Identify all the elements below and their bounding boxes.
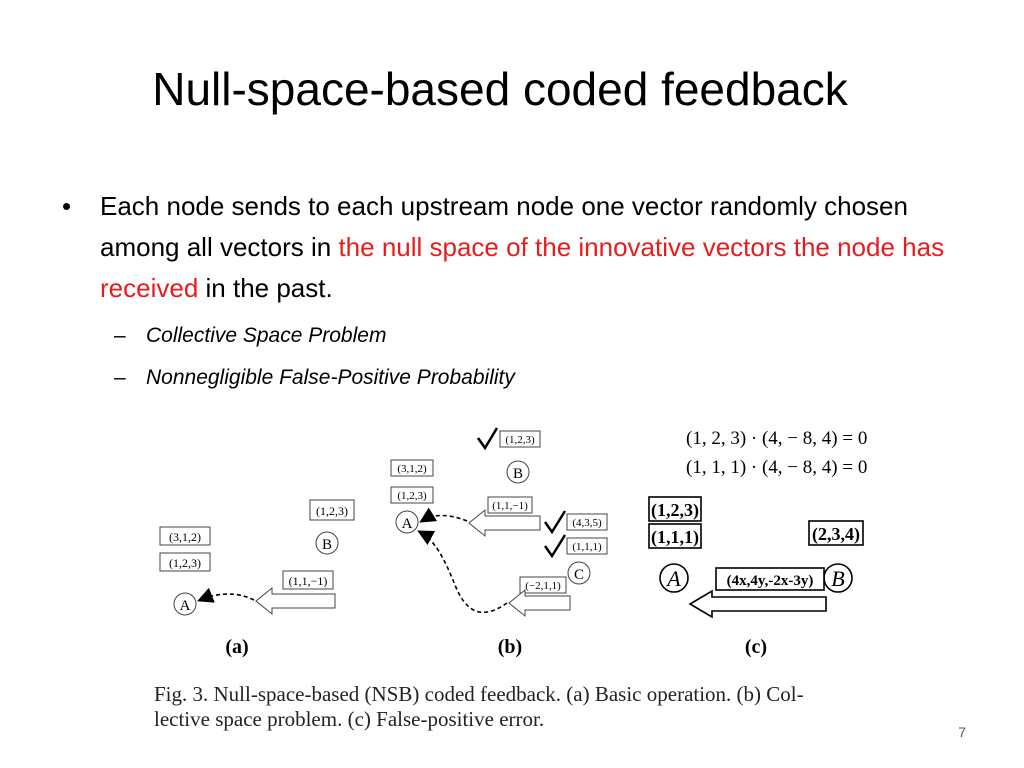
arrow-left-icon: [508, 588, 571, 618]
vector-label: (1,2,3): [651, 500, 699, 521]
caption-line: lective space problem. (c) False-positiv…: [154, 707, 545, 731]
node-label: B: [322, 537, 332, 553]
dashed-arrow-icon: [417, 530, 508, 614]
caption-line: Fig. 3. Null-space-based (NSB) coded fee…: [154, 682, 804, 706]
node-circle: [173, 592, 197, 616]
vector-label: (1,2,3): [169, 556, 201, 570]
dash-icon: –: [114, 366, 126, 389]
feedback-label: (4x,4y,-2x-3y): [727, 573, 814, 589]
sub-bullet-text: Collective Space Problem: [146, 324, 387, 347]
equation: (1, 2, 3) · (4, − 8, 4) = 0: [686, 428, 867, 449]
vector-box: [566, 513, 608, 531]
node-circle: [315, 531, 339, 555]
dash-icon: –: [114, 324, 126, 347]
vector-label: (1,2,3): [397, 490, 427, 502]
vector-label: (3,1,2): [169, 530, 201, 544]
figure-caption: Fig. 3. Null-space-based (NSB) coded fee…: [154, 682, 894, 732]
panel-label: (b): [498, 636, 522, 658]
sub-bullet-text: Nonnegligible False-Positive Probability: [146, 366, 515, 389]
node-label: A: [665, 566, 681, 591]
vector-label: (4,3,5): [572, 517, 602, 529]
panel-c: (1, 2, 3) · (4, − 8, 4) = 0 (1, 1, 1) · …: [648, 428, 867, 658]
vector-box: [648, 496, 702, 522]
vector-box: [309, 499, 355, 521]
vector-box: [566, 537, 608, 555]
panel-label: (a): [225, 636, 248, 658]
vector-label: (3,1,2): [397, 463, 427, 475]
node-circle: [567, 561, 591, 585]
vector-box: [648, 523, 702, 549]
node-circle: [659, 563, 689, 593]
bullet-item: • Each node sends to each upstream node …: [62, 186, 992, 309]
vector-box: [519, 576, 567, 594]
vector-label: (2,3,4): [812, 524, 860, 545]
vector-box: [390, 459, 434, 477]
node-label: C: [574, 567, 584, 583]
bullet-text-end: in the past.: [198, 273, 333, 303]
dashed-arrow-icon: [419, 507, 468, 523]
vector-box: [487, 496, 533, 514]
bullet-list: • Each node sends to each upstream node …: [62, 186, 992, 393]
dashed-arrow-icon: [197, 587, 255, 603]
node-circle: [395, 510, 419, 534]
vector-box: [159, 526, 211, 546]
feedback-label: (1,1,−1): [492, 500, 528, 512]
vector-box: [390, 486, 434, 504]
panel-label: (c): [745, 636, 767, 658]
vector-label: (1,2,3): [505, 434, 535, 446]
feedback-label: (−2,1,1): [525, 580, 561, 592]
vector-box: [715, 567, 825, 591]
checkmark-icon: [476, 427, 499, 451]
arrow-left-icon: [255, 586, 336, 616]
sub-bullet-item: – Nonnegligible False-Positive Probabili…: [62, 363, 992, 393]
slide-title: Null-space-based coded feedback: [152, 63, 848, 115]
vector-label: (1,1,1): [651, 527, 699, 548]
page-number: 7: [958, 724, 966, 740]
panel-b: (1,2,3) B (3,1,2) (1,2,3) A (1,1,−1) (4,…: [390, 427, 608, 658]
vector-label: (1,2,3): [316, 504, 348, 518]
vector-box: [808, 520, 864, 546]
sub-bullet-item: – Collective Space Problem: [62, 321, 992, 351]
bullet-text: Each node sends to each upstream node on…: [100, 191, 908, 262]
bullet-highlight: the null space of the innovative vectors…: [100, 232, 945, 303]
node-label: B: [513, 466, 523, 482]
checkmark-icon: [543, 534, 567, 559]
node-label: A: [180, 598, 191, 614]
feedback-label: (1,1,−1): [289, 574, 328, 588]
equation: (1, 1, 1) · (4, − 8, 4) = 0: [686, 457, 867, 478]
vector-box: [159, 552, 211, 572]
vector-label: (1,1,1): [572, 541, 602, 553]
node-circle: [506, 460, 530, 484]
checkmark-icon: [543, 510, 567, 535]
arrow-left-icon: [468, 508, 541, 538]
arrow-left-icon: [688, 589, 827, 619]
node-label: A: [402, 516, 413, 532]
bullet-dot-icon: •: [62, 191, 72, 221]
vector-box: [282, 570, 334, 590]
panel-a: (3,1,2) (1,2,3) A (1,2,3) B (1,1,−1) (a): [159, 499, 355, 658]
vector-box: [499, 430, 541, 448]
node-label: B: [831, 566, 844, 591]
